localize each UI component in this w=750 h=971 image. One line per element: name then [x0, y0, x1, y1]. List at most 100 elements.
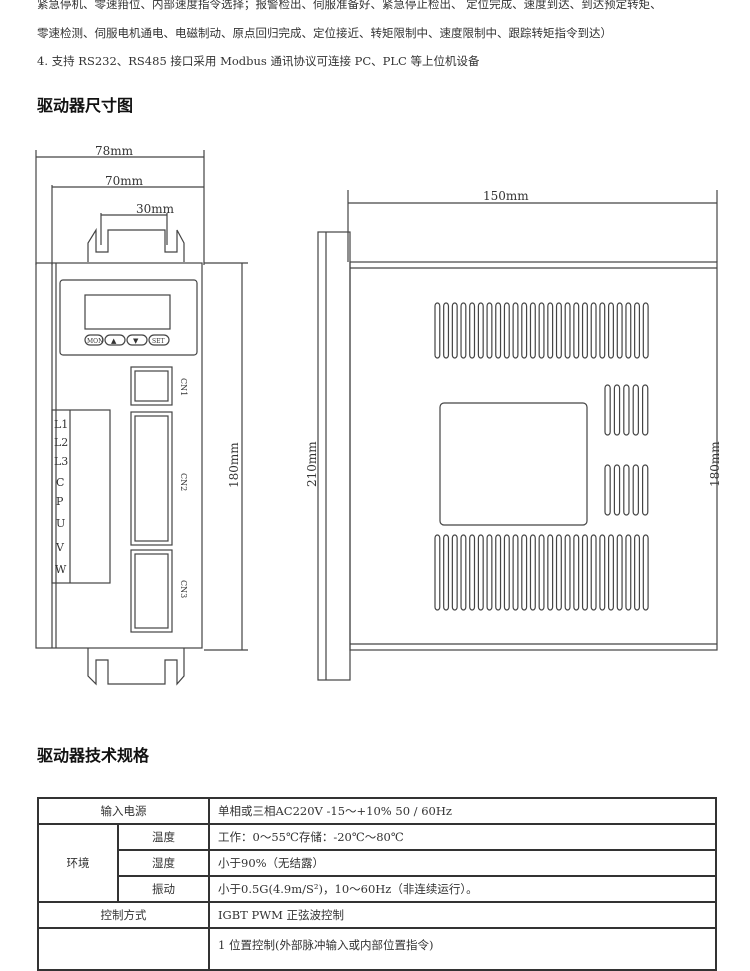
- vent-slot: [632, 384, 639, 436]
- terminal-label: V: [55, 541, 65, 554]
- env-label: 环境: [37, 823, 119, 903]
- terminal-label: L2: [54, 436, 68, 449]
- vent-slot: [538, 534, 545, 611]
- vent-slot: [641, 464, 649, 516]
- vent-slot: [451, 302, 458, 359]
- vent-slot: [625, 534, 632, 611]
- vent-slot: [555, 534, 562, 611]
- vent-slot: [564, 534, 571, 611]
- vent-slot: [632, 464, 639, 516]
- vent-slot: [604, 384, 611, 436]
- vent-slot: [547, 302, 554, 359]
- side-view: 150mm 210mm 180mm: [305, 189, 722, 681]
- cn2-label: CN2: [179, 473, 188, 491]
- vent-slot: [477, 302, 484, 359]
- set-button: SET: [152, 338, 165, 345]
- terminal-label: L3: [54, 455, 68, 468]
- vent-slot: [607, 534, 614, 611]
- vent-slot: [581, 302, 588, 359]
- vent-slot: [625, 302, 632, 359]
- dim-78-label: 78mm: [95, 144, 134, 158]
- vent-slot: [623, 464, 630, 516]
- intro-line: 零速检测、伺服电机通电、电磁制动、原点回归完成、定位接近、转矩限制中、速度限制中…: [37, 26, 612, 40]
- front-view: 78mm 70mm 30mm MON ▲ ▼ SET L1 L2 L3 C P …: [35, 144, 248, 686]
- vent-slot: [460, 534, 467, 611]
- vent-slot: [495, 534, 502, 611]
- vent-slot: [529, 534, 536, 611]
- vent-slot: [512, 534, 519, 611]
- vent-slot: [642, 534, 649, 611]
- vent-slot: [495, 302, 502, 359]
- vent-slot: [477, 534, 484, 611]
- vent-slot: [486, 534, 493, 611]
- humidity-value: 小于90%（无结露）: [208, 849, 717, 877]
- temp-label: 温度: [117, 823, 210, 851]
- dim-180-right-label: 180mm: [708, 441, 722, 487]
- terminal-label: P: [56, 495, 64, 508]
- vent-slot: [486, 302, 493, 359]
- dimension-drawing: 78mm 70mm 30mm MON ▲ ▼ SET L1 L2 L3 C P …: [35, 144, 722, 686]
- vent-slot: [443, 534, 450, 611]
- vent-slot: [503, 534, 510, 611]
- temp-value: 工作：0～55℃存储：-20℃～80℃: [208, 823, 717, 851]
- vent-slot: [604, 464, 611, 516]
- vent-slot: [623, 384, 630, 436]
- vent-slot: [573, 302, 580, 359]
- vent-slot: [529, 302, 536, 359]
- vent-slot: [547, 534, 554, 611]
- table-row: 1 位置控制(外部脉冲输入或内部位置指令): [37, 927, 717, 971]
- vent-slot: [581, 534, 588, 611]
- spec-table: 输入电源单相或三相AC220V -15～+10% 50 / 60Hz 环境温度工…: [37, 797, 717, 971]
- vent-slot: [434, 534, 441, 611]
- humidity-label: 湿度: [117, 849, 210, 877]
- vent-slot: [590, 534, 597, 611]
- vent-slot: [521, 302, 528, 359]
- power-value: 单相或三相AC220V -15～+10% 50 / 60Hz: [208, 797, 717, 825]
- vent-slot: [599, 534, 606, 611]
- dim-180-left-label: 180mm: [227, 442, 241, 488]
- down-button: ▼: [133, 337, 139, 345]
- vent-slots: [434, 302, 649, 611]
- vent-slot: [616, 302, 623, 359]
- cn1-label: CN1: [179, 378, 188, 396]
- terminal-label: L1: [54, 418, 68, 431]
- dim-150-label: 150mm: [483, 189, 529, 203]
- vent-slot: [469, 302, 476, 359]
- vent-slot: [512, 302, 519, 359]
- vent-slot: [599, 302, 606, 359]
- vent-slot: [641, 384, 649, 436]
- vent-slot: [503, 302, 510, 359]
- vibration-label: 振动: [117, 875, 210, 903]
- vent-slot: [613, 384, 621, 436]
- spec-heading: 驱动器技术规格: [37, 746, 150, 765]
- mon-button: MON: [87, 338, 103, 345]
- vent-slot: [634, 302, 641, 359]
- terminal-label: U: [56, 517, 65, 530]
- vent-slot: [616, 534, 623, 611]
- vent-slot: [451, 534, 458, 611]
- mode-value: 1 位置控制(外部脉冲输入或内部位置指令): [208, 927, 717, 971]
- control-label: 控制方式: [37, 901, 210, 929]
- intro-line: 4. 支持 RS232、RS485 接口采用 Modbus 通讯协议可连接 PC…: [37, 54, 480, 68]
- terminal-label: W: [55, 563, 67, 576]
- vent-slot: [521, 534, 528, 611]
- dimension-heading: 驱动器尺寸图: [37, 96, 134, 115]
- vent-slot: [564, 302, 571, 359]
- table-row: 输入电源单相或三相AC220V -15～+10% 50 / 60Hz: [37, 797, 717, 825]
- cn3-label: CN3: [179, 580, 188, 598]
- vent-slot: [443, 302, 450, 359]
- vent-slot: [555, 302, 562, 359]
- vent-slot: [590, 302, 597, 359]
- vibration-value: 小于0.5G(4.9m/S²)，10～60Hz（非连续运行）。: [208, 875, 717, 903]
- table-row: 振动小于0.5G(4.9m/S²)，10～60Hz（非连续运行）。: [38, 875, 717, 903]
- table-row: 湿度小于90%（无结露）: [38, 849, 717, 877]
- vent-slot: [634, 534, 641, 611]
- vent-slot: [642, 302, 649, 359]
- vent-slot: [613, 464, 621, 516]
- mode-label-cell: [37, 927, 210, 971]
- vent-slot: [573, 534, 580, 611]
- power-label: 输入电源: [37, 797, 210, 825]
- vent-slot: [469, 534, 476, 611]
- vent-slot: [607, 302, 614, 359]
